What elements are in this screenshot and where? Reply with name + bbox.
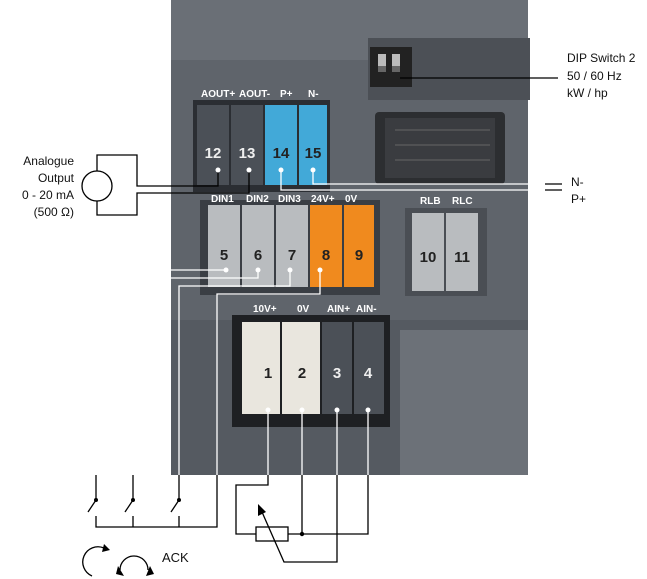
terminal-10[interactable]: [412, 213, 444, 291]
connection-dot: [215, 167, 221, 173]
ammeter-icon: [81, 170, 113, 202]
connection-dot: [299, 407, 305, 413]
terminal-number: 13: [239, 145, 256, 162]
terminal-11[interactable]: [446, 213, 478, 291]
terminal-number: 2: [298, 365, 306, 382]
terminal-label: N-: [308, 89, 319, 100]
terminal-number: 6: [254, 247, 262, 264]
connection-dot: [334, 407, 340, 413]
wire-p-plus: [280, 170, 545, 191]
terminal-label: 0V: [297, 304, 310, 315]
connection-dot: [255, 267, 261, 273]
connection-dot: [287, 267, 293, 273]
dip-switch-title: DIP Switch 2: [567, 51, 636, 65]
terminal-5[interactable]: [208, 205, 240, 287]
analogue-output-subtitle: Output: [38, 171, 75, 185]
rotate-left-arrowhead: [102, 544, 110, 552]
wire-aout-minus: [96, 170, 250, 216]
switch-din2: [124, 498, 135, 522]
wire-pot-wiper: [261, 475, 338, 563]
rotate-right-arrowhead-right: [146, 566, 154, 576]
connection-dot: [278, 167, 284, 173]
terminal-label: AOUT+: [201, 89, 235, 100]
terminal-3[interactable]: [322, 322, 352, 414]
terminal-number: 14: [273, 145, 290, 162]
terminal-number: 3: [333, 365, 341, 382]
dip-switch: [370, 47, 412, 87]
terminal-number: 9: [355, 247, 363, 264]
analogue-output-range: 0 - 20 mA: [22, 188, 74, 202]
terminal-number: 1: [264, 365, 272, 382]
ack-label: ACK: [162, 550, 189, 565]
rotate-right-arrowhead-left: [116, 566, 124, 576]
terminal-13[interactable]: [231, 105, 263, 185]
terminal-number: 5: [220, 247, 228, 264]
connection-dot: [265, 407, 271, 413]
wire-pot-low: [288, 475, 303, 535]
terminal-12[interactable]: [197, 105, 229, 185]
terminal-label: DIN3: [278, 194, 301, 205]
analogue-output-load: (500 Ω): [34, 205, 74, 219]
bus-label-p-plus: P+: [571, 192, 586, 206]
wire-din1: [95, 269, 226, 500]
wire-switch-common: [95, 520, 218, 528]
terminal-9[interactable]: [344, 205, 374, 287]
terminal-label: DIN2: [246, 194, 269, 205]
terminal-label: DIN1: [211, 194, 234, 205]
terminal-number: 4: [364, 365, 373, 382]
connection-dot: [365, 407, 371, 413]
terminal-1[interactable]: [242, 322, 280, 414]
terminal-number: 15: [305, 145, 322, 162]
terminal-label: P+: [280, 89, 293, 100]
wire-din3: [178, 270, 291, 500]
connection-dot: [310, 167, 316, 173]
wire-pot-high: [235, 475, 269, 535]
panel-lower-right: [400, 330, 528, 475]
terminal-label: RLC: [452, 196, 473, 207]
terminal-block-relay: 10 11: [405, 208, 487, 296]
terminal-2[interactable]: [282, 322, 320, 414]
terminal-label: 0V: [345, 194, 358, 205]
wire-din2: [132, 270, 259, 500]
junction-dot: [299, 531, 305, 537]
terminal-label: AIN-: [356, 304, 377, 315]
dip-switch-power-unit: kW / hp: [567, 86, 608, 100]
terminal-number: 12: [205, 145, 222, 162]
terminal-number: 10: [420, 249, 437, 266]
rotate-right-icon: [119, 555, 149, 571]
bus-label-n-minus: N-: [571, 175, 584, 189]
connection-dot: [317, 267, 323, 273]
connection-dot: [246, 167, 252, 173]
terminal-block-bottom: 1 2 3 4: [232, 315, 390, 427]
terminal-label: AOUT-: [239, 89, 270, 100]
wire-24v: [216, 270, 321, 520]
potentiometer-wiper-arrow: [258, 504, 266, 516]
wire-n-minus: [312, 170, 545, 185]
terminal-label: 10V+: [253, 304, 277, 315]
connection-dot: [223, 267, 229, 273]
switch-din1: [87, 498, 98, 522]
analogue-output-title: Analogue: [23, 154, 74, 168]
terminal-number: 11: [454, 249, 470, 266]
terminal-7[interactable]: [276, 205, 308, 287]
dip-switch-frequency: 50 / 60 Hz: [567, 69, 622, 83]
rotate-left-icon: [82, 546, 105, 577]
terminal-number: 7: [288, 247, 296, 264]
terminal-block-mid: 5 6 7 8 9: [200, 200, 380, 295]
terminal-block-top: 12 13 14 15: [193, 100, 330, 192]
terminal-4[interactable]: [354, 322, 384, 414]
wire-ain-minus-bridge: [302, 475, 369, 535]
terminal-label: 24V+: [311, 194, 335, 205]
relay-component: [375, 112, 505, 184]
terminal-number: 8: [322, 247, 330, 264]
wire-aout-plus: [96, 154, 219, 187]
terminal-label: AIN+: [327, 304, 350, 315]
terminal-8[interactable]: [310, 205, 342, 287]
switch-din3: [170, 498, 181, 522]
terminal-label: RLB: [420, 196, 441, 207]
